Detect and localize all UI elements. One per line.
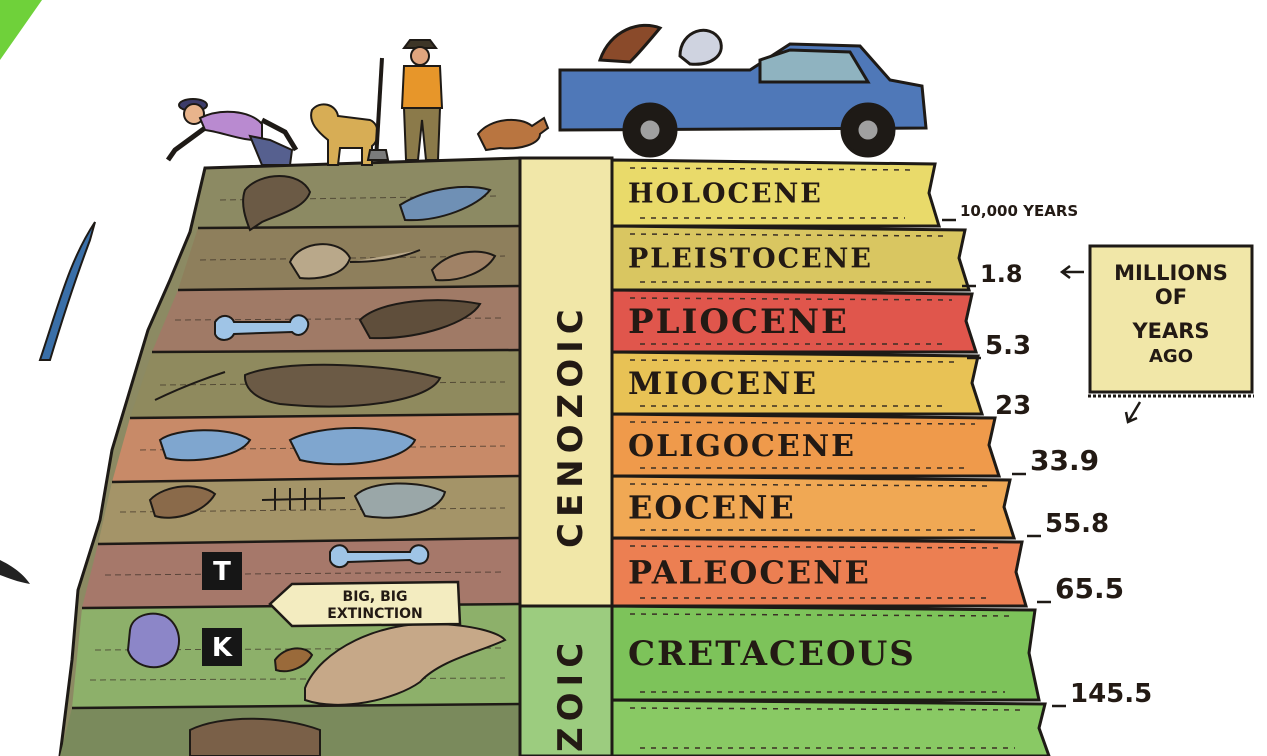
epoch-label: OLIGOCENE [628, 429, 856, 464]
epoch-label: PLIOCENE [628, 302, 849, 342]
epoch-label: EOCENE [628, 489, 796, 527]
epoch-band: HOLOCENE [612, 160, 939, 226]
t-marker-label: T [213, 557, 231, 587]
era-mesozoic-label: ZOIC [551, 637, 591, 752]
age-label: 33.9 [1030, 444, 1099, 477]
epoch-label: PALEOCENE [628, 554, 871, 592]
age-label: 23 [995, 391, 1031, 421]
top-figures [168, 25, 926, 165]
corner-accent [0, 0, 42, 60]
age-label: 5.3 [985, 331, 1031, 361]
epoch-bands: HOLOCENE PLEISTOCENE PLIOCENE MIOCENE OLIGOC… [612, 160, 1049, 756]
dog [311, 104, 378, 165]
extinction-note-line1: BIG, BIG [343, 589, 408, 605]
era-cenozoic-label: CENOZOIC [551, 303, 591, 548]
epoch-label: CRETACEOUS [628, 634, 916, 674]
legend-line3: YEARS [1131, 319, 1209, 343]
epoch-band: EOCENE [612, 476, 1014, 538]
pickup-truck [560, 25, 926, 156]
standing-man [368, 40, 442, 160]
crawling-person [168, 99, 296, 165]
legend-arrow-left [1062, 266, 1084, 278]
epoch-band: PLEISTOCENE [612, 226, 969, 290]
age-label: 55.8 [1045, 509, 1109, 539]
legend-line2: OF [1155, 285, 1187, 309]
epoch-band: OLIGOCENE [612, 414, 999, 476]
era-column: CENOZOIC ZOIC [520, 158, 612, 756]
epoch-label: MIOCENE [628, 366, 818, 402]
epoch-band: PALEOCENE [612, 538, 1026, 606]
left-edge-sketch [0, 222, 95, 584]
epoch-label: HOLOCENE [628, 179, 823, 210]
epoch-band: MIOCENE [612, 352, 982, 414]
epoch-band [612, 700, 1049, 756]
ammonite-fossil [128, 614, 179, 668]
legend-box: MILLIONS OF YEARS AGO [1062, 246, 1254, 422]
age-label: 1.8 [980, 260, 1023, 288]
age-label: 10,000 YEARS [960, 202, 1078, 220]
epoch-band: PLIOCENE [612, 290, 976, 352]
epoch-label: PLEISTOCENE [628, 244, 873, 275]
legend-arrow-down [1126, 402, 1140, 422]
age-label: 145.5 [1070, 679, 1152, 709]
extinction-note-line2: EXTINCTION [327, 606, 422, 622]
k-marker-label: K [212, 633, 233, 663]
age-label: 65.5 [1055, 572, 1124, 605]
epoch-band: CRETACEOUS [612, 606, 1039, 700]
lower-fossil [190, 719, 320, 756]
legend-line1: MILLIONS [1114, 261, 1228, 285]
rabbit [478, 118, 548, 150]
legend-line4: AGO [1149, 346, 1193, 367]
